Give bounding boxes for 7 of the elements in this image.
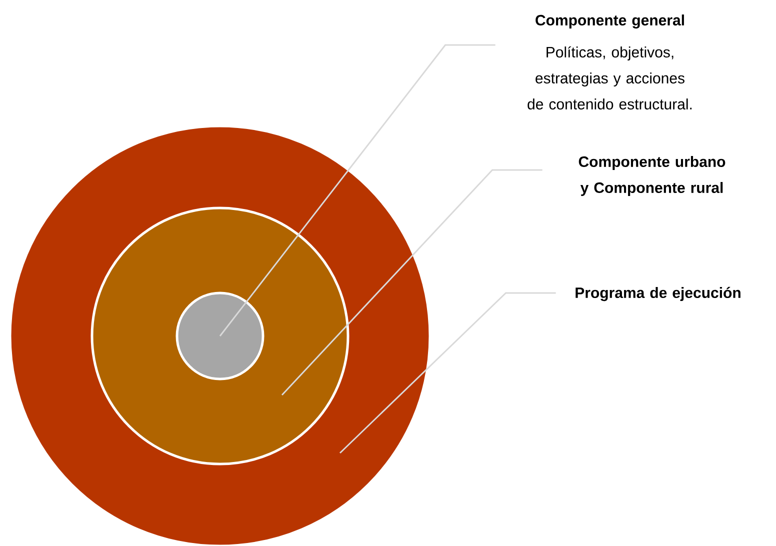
leader-line bbox=[281, 169, 542, 396]
callout-text: Componente urbano y Componente rural bbox=[578, 156, 726, 196]
leader-line bbox=[339, 292, 556, 454]
callout-text: Programa de ejecución bbox=[576, 286, 740, 302]
leader-line bbox=[219, 44, 496, 336]
ring-circle bbox=[176, 292, 264, 380]
callout-text: Componente general Políticas, objetivos, estrategias y acciones de contenido estructural. bbox=[528, 14, 692, 110]
